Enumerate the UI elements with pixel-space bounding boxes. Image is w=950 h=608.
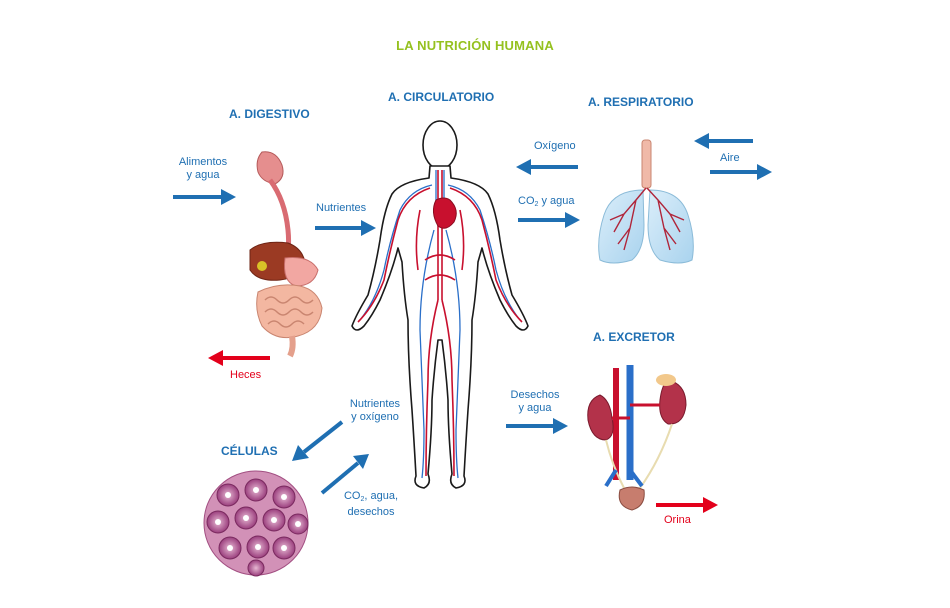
label-feces: Heces <box>230 369 262 381</box>
heading-excretory: A. EXCRETOR <box>593 330 675 344</box>
arrow-nutrients <box>315 220 376 236</box>
heading-cells: CÉLULAS <box>221 444 278 458</box>
arrow-waste <box>506 418 568 434</box>
cells-illustration <box>203 470 309 577</box>
arrow-to-cells <box>292 420 344 461</box>
arrow-from-cells <box>320 454 369 495</box>
arrow-urine <box>656 497 718 513</box>
digestive-system-illustration <box>249 151 323 358</box>
kidneys-illustration <box>587 365 687 511</box>
heading-circulatory: A. CIRCULATORIO <box>388 90 495 104</box>
human-circulatory-illustration <box>351 120 529 489</box>
label-air: Aire <box>720 152 740 164</box>
label-urine: Orina <box>664 514 691 526</box>
label-co2-water-waste: CO2, agua, desechos <box>343 490 399 518</box>
diagram-title: LA NUTRICIÓN HUMANA <box>396 38 554 53</box>
label-nutrients: Nutrientes <box>316 202 367 214</box>
label-oxygen: Oxígeno <box>534 140 576 152</box>
arrow-food-in <box>173 189 236 205</box>
arrow-feces <box>208 350 270 366</box>
arrow-air-in <box>694 133 753 149</box>
label-co2-water: CO2 y agua <box>518 195 575 208</box>
heading-respiratory: A. RESPIRATORIO <box>588 95 694 109</box>
arrow-co2-out <box>518 212 580 228</box>
lungs-illustration <box>598 139 694 264</box>
heading-digestive: A. DIGESTIVO <box>229 107 310 121</box>
arrow-oxygen <box>516 159 578 175</box>
arrow-air-out <box>710 164 772 180</box>
